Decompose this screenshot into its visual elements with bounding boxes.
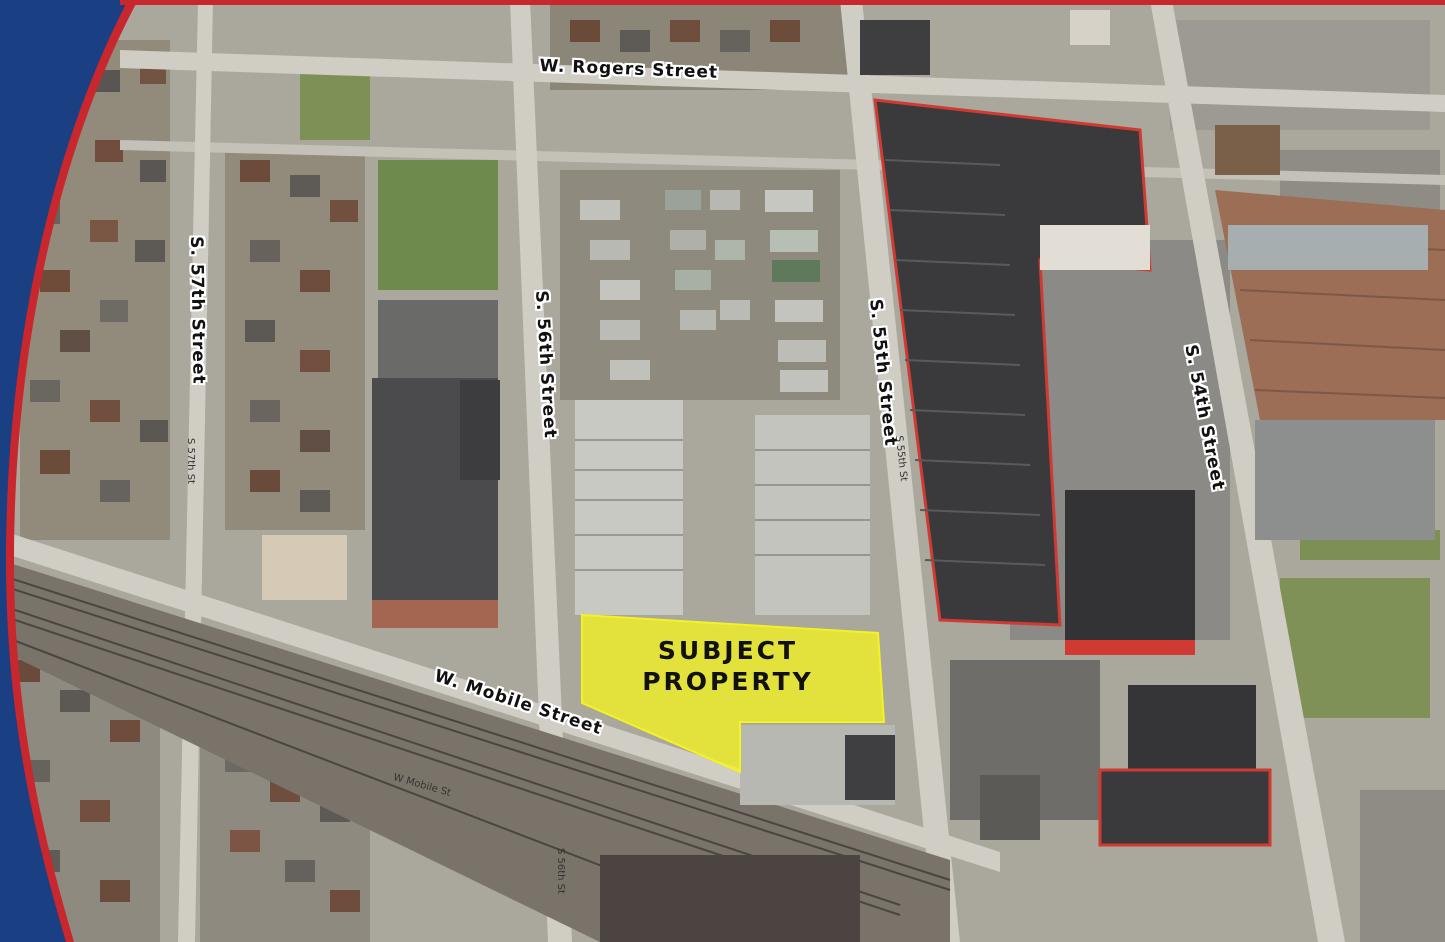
lawn bbox=[1280, 578, 1430, 718]
buildings bbox=[262, 10, 1445, 942]
truck-yard bbox=[1170, 20, 1430, 130]
subject-property-highlight bbox=[581, 613, 886, 774]
subject-property-label: SUBJECT PROPERTY bbox=[618, 635, 838, 697]
residential-mid bbox=[550, 0, 850, 400]
subject-line-1: SUBJECT bbox=[657, 636, 799, 665]
label-s-57th-street: S. 57th Street bbox=[186, 236, 209, 385]
lawn bbox=[300, 70, 370, 140]
sign-s-57th-st: S 57th St bbox=[185, 438, 196, 484]
park-lawn bbox=[378, 160, 498, 290]
subject-line-2: PROPERTY bbox=[642, 667, 814, 696]
brand-swoosh bbox=[0, 0, 135, 942]
parking-lot bbox=[378, 300, 498, 380]
top-red-bar bbox=[120, 0, 1445, 5]
sign-s-56th-st: S 56th St bbox=[555, 848, 566, 894]
